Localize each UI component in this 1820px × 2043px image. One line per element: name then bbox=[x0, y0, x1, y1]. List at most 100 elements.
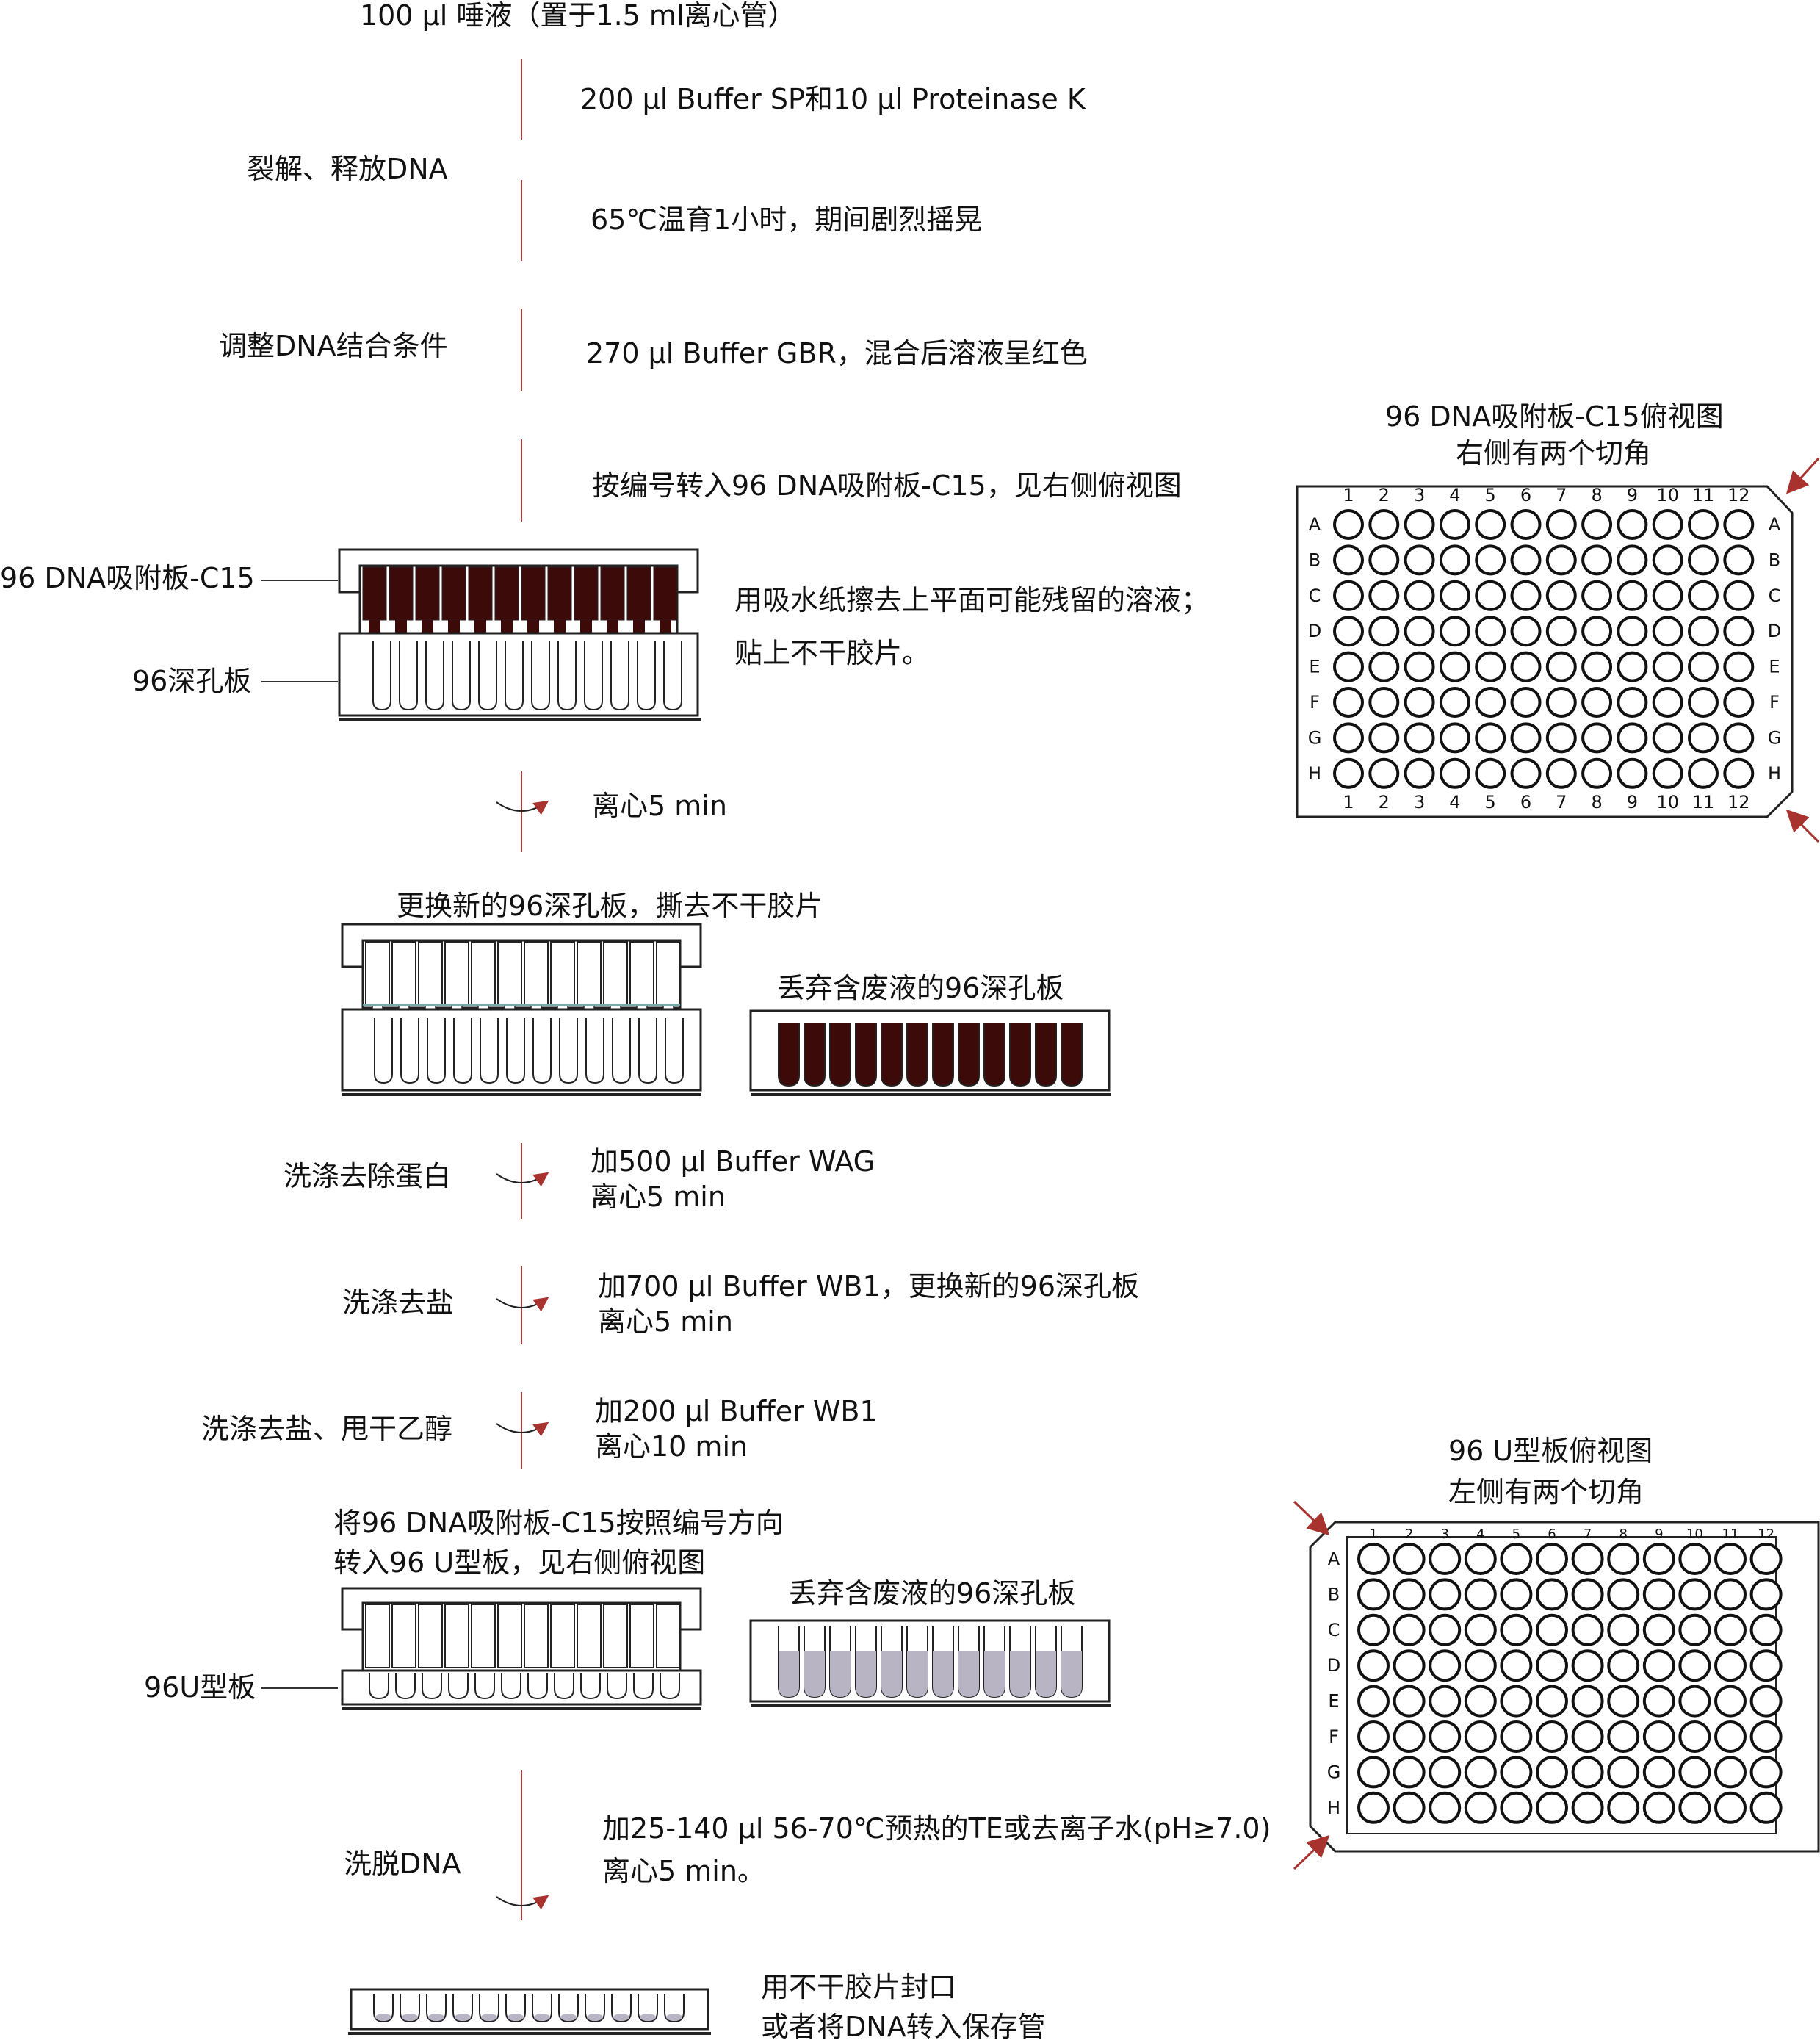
final-line1: 用不干胶片封口 bbox=[761, 1971, 956, 2003]
svg-text:6: 6 bbox=[1520, 485, 1531, 505]
sample-label: 100 µl 唾液（置于1.5 ml离心管） bbox=[360, 0, 796, 32]
c15-view-subtitle: 右侧有两个切角 bbox=[1456, 437, 1651, 469]
stack1-deepwell bbox=[338, 632, 701, 721]
svg-text:E: E bbox=[1328, 1691, 1339, 1712]
stack1-c15-plate bbox=[338, 548, 699, 644]
svg-text:4: 4 bbox=[1449, 792, 1460, 812]
step-transfer-c15: 按编号转入96 DNA吸附板-C15，见右侧俯视图 bbox=[592, 469, 1182, 502]
spin-1: 离心5 min bbox=[592, 790, 727, 822]
svg-text:6: 6 bbox=[1520, 792, 1531, 812]
replace-label: 更换新的96深孔板，撕去不干胶片 bbox=[397, 890, 823, 922]
label-u-plate: 96U型板 bbox=[144, 1671, 256, 1704]
svg-text:11: 11 bbox=[1692, 485, 1715, 505]
svg-text:10: 10 bbox=[1686, 1527, 1703, 1542]
svg-text:6: 6 bbox=[1548, 1527, 1556, 1542]
step-incubate: 65℃温育1小时，期间剧烈摇晃 bbox=[591, 203, 982, 236]
stack3-c15-plate bbox=[341, 1587, 702, 1672]
svg-text:A: A bbox=[1769, 514, 1781, 535]
transfer-line-1: 将96 DNA吸附板-C15按照编号方向 bbox=[333, 1507, 784, 1539]
svg-text:1: 1 bbox=[1369, 1527, 1377, 1542]
note-blot: 用吸水纸擦去上平面可能残留的溶液； bbox=[734, 584, 1209, 616]
svg-text:H: H bbox=[1768, 763, 1781, 784]
elute-side: 洗脱DNA bbox=[344, 1848, 461, 1880]
final-line2: 或者将DNA转入保存管 bbox=[761, 2011, 1046, 2043]
u-view-title: 96 U型板俯视图 bbox=[1448, 1435, 1653, 1467]
discard-label-2: 丢弃含废液的96深孔板 bbox=[789, 1577, 1075, 1610]
svg-text:7: 7 bbox=[1556, 485, 1567, 505]
svg-text:10: 10 bbox=[1656, 792, 1679, 812]
svg-text:3: 3 bbox=[1414, 485, 1425, 505]
wash3-line1: 加200 µl Buffer WB1 bbox=[595, 1395, 878, 1427]
wash1-line2: 离心5 min bbox=[591, 1181, 726, 1213]
waste-deepwell-1 bbox=[749, 1009, 1111, 1096]
elute-line2: 离心5 min。 bbox=[602, 1855, 765, 1887]
transfer-line-2: 转入96 U型板，见右侧俯视图 bbox=[333, 1546, 705, 1579]
elute-line1: 加25-140 µl 56-70℃预热的TE或去离子水(pH≥7.0) bbox=[602, 1812, 1271, 1845]
svg-text:4: 4 bbox=[1449, 485, 1460, 505]
svg-text:C: C bbox=[1769, 585, 1781, 606]
svg-text:A: A bbox=[1328, 1549, 1340, 1569]
svg-text:F: F bbox=[1329, 1726, 1339, 1747]
svg-text:7: 7 bbox=[1556, 792, 1567, 812]
svg-text:G: G bbox=[1308, 727, 1322, 748]
svg-text:7: 7 bbox=[1584, 1527, 1592, 1542]
svg-text:G: G bbox=[1327, 1762, 1341, 1782]
svg-text:9: 9 bbox=[1655, 1527, 1663, 1542]
step-gbr: 270 µl Buffer GBR，混合后溶液呈红色 bbox=[586, 337, 1088, 370]
svg-text:B: B bbox=[1769, 550, 1780, 570]
svg-text:1: 1 bbox=[1343, 792, 1354, 812]
centrifuge-icon-wash3 bbox=[496, 1422, 549, 1437]
side-binding: 调整DNA结合条件 bbox=[219, 330, 448, 362]
note-seal: 贴上不干胶片。 bbox=[734, 637, 930, 669]
svg-text:10: 10 bbox=[1656, 485, 1679, 505]
wash3-side: 洗涤去盐、甩干乙醇 bbox=[201, 1413, 452, 1445]
centrifuge-icon bbox=[496, 800, 549, 815]
svg-text:4: 4 bbox=[1476, 1527, 1484, 1542]
svg-text:9: 9 bbox=[1627, 485, 1638, 505]
svg-text:12: 12 bbox=[1727, 485, 1750, 505]
svg-text:E: E bbox=[1309, 657, 1320, 677]
corner-arrow-icon bbox=[1785, 457, 1820, 843]
svg-text:8: 8 bbox=[1619, 1527, 1627, 1542]
stack2-deepwell bbox=[341, 1008, 702, 1096]
svg-text:8: 8 bbox=[1591, 485, 1602, 505]
u-view-subtitle: 左侧有两个切角 bbox=[1448, 1476, 1644, 1508]
svg-text:11: 11 bbox=[1692, 792, 1715, 812]
waste-deepwell-2 bbox=[749, 1619, 1111, 1707]
svg-text:F: F bbox=[1310, 692, 1320, 713]
centrifuge-icon-elute bbox=[496, 1895, 549, 1910]
svg-text:5: 5 bbox=[1485, 485, 1496, 505]
side-lysis: 裂解、释放DNA bbox=[247, 153, 448, 185]
wash2-side: 洗涤去盐 bbox=[342, 1286, 454, 1319]
discard-label-1: 丢弃含废液的96深孔板 bbox=[777, 972, 1064, 1004]
svg-text:A: A bbox=[1309, 514, 1321, 535]
svg-text:F: F bbox=[1769, 692, 1780, 713]
svg-text:E: E bbox=[1769, 657, 1780, 677]
svg-text:D: D bbox=[1327, 1655, 1340, 1676]
wash2-line2: 离心5 min bbox=[598, 1305, 733, 1338]
corner-arrow-icon bbox=[1293, 1500, 1330, 1870]
svg-text:5: 5 bbox=[1512, 1527, 1520, 1542]
svg-text:H: H bbox=[1327, 1798, 1340, 1818]
svg-text:C: C bbox=[1328, 1620, 1340, 1640]
svg-text:B: B bbox=[1309, 550, 1321, 570]
svg-text:5: 5 bbox=[1485, 792, 1496, 812]
svg-text:B: B bbox=[1328, 1584, 1340, 1604]
stack2-c15-plate bbox=[341, 923, 702, 1016]
step-sp-protk: 200 µl Buffer SP和10 µl Proteinase K bbox=[580, 83, 1086, 115]
svg-text:3: 3 bbox=[1414, 792, 1425, 812]
final-u-plate bbox=[348, 1988, 711, 2035]
wash1-line1: 加500 µl Buffer WAG bbox=[591, 1145, 875, 1178]
centrifuge-icon-wash1 bbox=[496, 1172, 549, 1187]
svg-text:9: 9 bbox=[1627, 792, 1638, 812]
wash1-side: 洗涤去除蛋白 bbox=[284, 1160, 451, 1192]
svg-text:12: 12 bbox=[1758, 1527, 1774, 1542]
svg-text:D: D bbox=[1768, 621, 1781, 641]
svg-text:2: 2 bbox=[1405, 1527, 1413, 1542]
c15-view-title: 96 DNA吸附板-C15俯视图 bbox=[1385, 400, 1724, 433]
svg-text:12: 12 bbox=[1727, 792, 1750, 812]
centrifuge-icon-wash2 bbox=[496, 1297, 549, 1312]
